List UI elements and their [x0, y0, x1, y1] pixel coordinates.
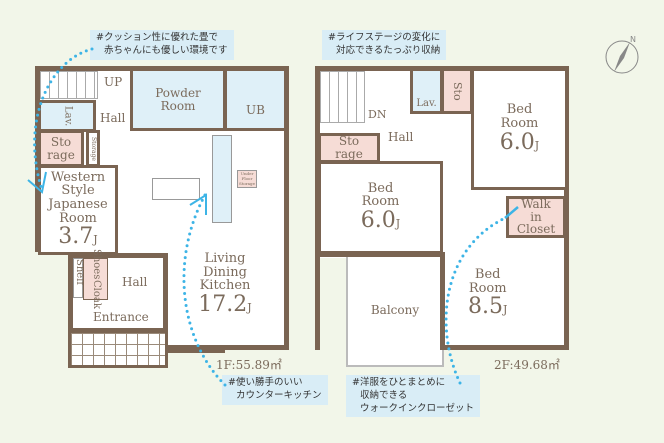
note-line: 収納できる [360, 389, 408, 401]
label: Room [500, 115, 539, 131]
label: Closet [516, 222, 556, 237]
label: Walk [521, 197, 551, 212]
wall [315, 252, 445, 257]
hall-label: Hall [388, 130, 414, 144]
wall [165, 348, 225, 353]
stairs [40, 71, 98, 99]
note-storage: #ライフステージの変化に対応できるたっぷり収納 [322, 30, 447, 60]
label: rage [47, 147, 75, 162]
note-closet: #洋服をひとまとめに収納できるウォークインクローゼット [346, 375, 481, 418]
floor-area-1f: 1F:55.89㎡ [216, 358, 282, 372]
floor-area-2f: 2F:49.68㎡ [494, 358, 560, 372]
unit: J [395, 217, 401, 231]
balcony: Balcony [346, 253, 444, 367]
size: 17.2 [198, 291, 248, 317]
label: Room [160, 98, 196, 113]
label: Balcony [370, 303, 420, 317]
label: Cloak [90, 279, 102, 309]
note-line: #クッション性に優れた畳で [96, 32, 218, 43]
entrance-label: Entrance [93, 310, 149, 324]
note-cushion: #クッション性に優れた畳で赤ちゃんにも優しい環境です [90, 30, 234, 60]
unit: J [534, 138, 540, 152]
room-storage-small: Storage [86, 130, 100, 167]
label: Bed [506, 102, 533, 118]
label: Room [361, 194, 400, 210]
room-lavatory: Lav. [410, 68, 443, 114]
unit: J [247, 300, 252, 314]
label: Living [204, 251, 246, 266]
label: Storage [90, 136, 98, 161]
dotted-arrow-closet [444, 216, 507, 385]
label: Dining [203, 264, 247, 280]
wall [440, 253, 445, 350]
label: Room [59, 210, 97, 226]
arrow-head [504, 206, 519, 219]
size: 6.0 [499, 129, 535, 155]
shelf: Shelf [73, 258, 85, 298]
label: Shelf [74, 259, 85, 286]
unit: J [93, 233, 98, 247]
label: Sto [50, 134, 72, 149]
label: Style [61, 183, 95, 199]
label: Western [50, 169, 106, 185]
label: Japanese [48, 196, 108, 212]
label: Lav. [62, 105, 74, 127]
size: 6.0 [360, 208, 396, 234]
label: Shoes [90, 249, 102, 280]
dotted-arrow-cushion [33, 47, 94, 192]
under-floor-storage: Under Floor Storage [237, 170, 257, 188]
note-line: 赤ちゃんにも優しい環境です [104, 44, 228, 56]
note-line: #ライフステージの変化に [328, 32, 441, 43]
label: Lav. [416, 97, 437, 109]
label: Kitchen [199, 278, 251, 294]
size: 8.5 [468, 294, 503, 320]
hall-label: Hall [122, 275, 148, 289]
stairs [320, 71, 365, 123]
note-line: ウォークインクローゼット [360, 402, 475, 414]
unit: J [503, 303, 508, 317]
label: Sto [338, 134, 360, 149]
dotted-arrow-kitchen [182, 193, 227, 387]
compass-icon: N [605, 35, 639, 74]
note-kitchen: #使い勝手のいいカウンターキッチン [222, 375, 328, 405]
room-ub: UB [224, 68, 287, 131]
dn-label: DN [368, 108, 387, 121]
compass-label: N [630, 35, 636, 44]
label: Sto [450, 81, 464, 101]
cutout [35, 252, 68, 352]
label: rage [335, 147, 363, 161]
label: Powder [155, 85, 201, 100]
hall-label: Hall [100, 111, 126, 125]
size: 3.7 [58, 224, 94, 250]
kitchen-counter [212, 135, 232, 223]
label: Bed [474, 267, 501, 282]
note-line: カウンターキッチン [236, 389, 322, 401]
note-line: 対応できるたっぷり収納 [336, 44, 441, 56]
label: Bed [367, 180, 394, 196]
note-line: #洋服をひとまとめに [352, 377, 446, 388]
label: in [530, 209, 542, 224]
note-line: #使い勝手のいい [228, 377, 303, 388]
label: UB [246, 103, 265, 118]
arrow-head [27, 171, 47, 194]
label: Room [468, 280, 507, 296]
porch [68, 333, 168, 368]
up-label: UP [104, 75, 123, 89]
arrow-head [189, 193, 207, 215]
dining-table [152, 178, 200, 200]
